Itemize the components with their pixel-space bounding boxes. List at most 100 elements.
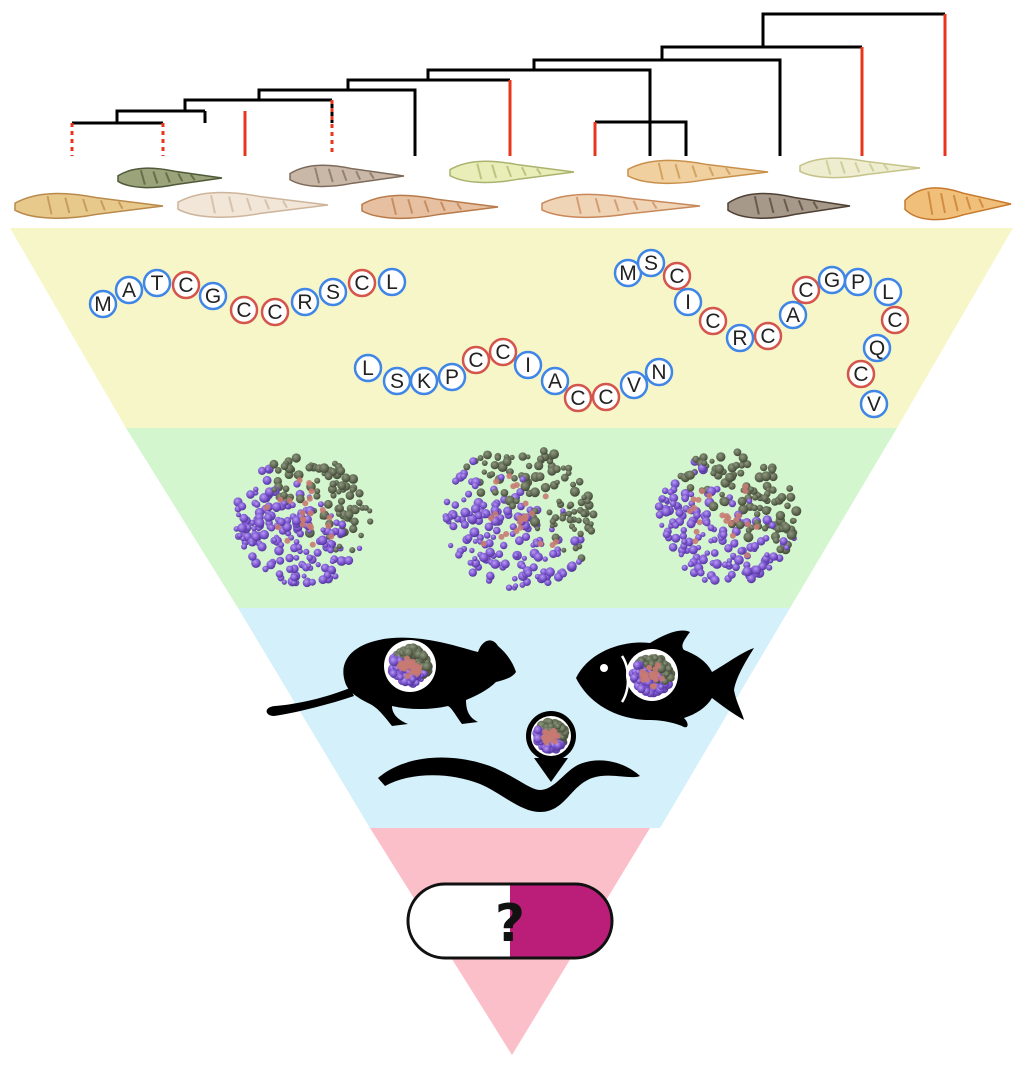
protein-structure-2	[442, 447, 598, 591]
amino-acid-residue: A	[114, 275, 144, 305]
residue-letter: L	[386, 271, 398, 294]
protein-structures	[233, 447, 802, 591]
amino-acid-residue: N	[644, 357, 674, 387]
residue-letter: P	[445, 366, 459, 389]
amino-acid-residue: L	[377, 267, 407, 297]
residue-letter: C	[468, 349, 483, 372]
residue-letter: C	[669, 265, 684, 288]
amino-acid-residue: K	[409, 366, 439, 396]
tree-highlighted-tips	[70, 14, 947, 156]
amino-acid-residue: M	[88, 289, 118, 319]
amino-acid-residue: P	[437, 362, 467, 392]
shell-10	[799, 157, 921, 179]
residue-letter: N	[651, 361, 666, 384]
amino-acid-residue: A	[778, 300, 808, 330]
residue-letter: I	[685, 291, 691, 314]
band-sequences	[10, 228, 1013, 428]
shell-11	[904, 187, 1012, 221]
drug-capsule-icon: ?	[406, 882, 614, 960]
cysteine-residue: C	[488, 337, 518, 367]
residue-letter: C	[798, 279, 813, 302]
cysteine-residue: C	[171, 270, 201, 300]
cysteine-residue: C	[880, 305, 910, 335]
residue-letter: R	[297, 291, 312, 314]
residue-letter: K	[417, 370, 431, 393]
cysteine-residue: C	[347, 268, 377, 298]
residue-letter: M	[619, 262, 637, 285]
capsule-left-half	[408, 884, 510, 958]
residue-letter: C	[267, 301, 282, 324]
cone-snail-shells	[14, 157, 1012, 221]
shell-6	[449, 160, 575, 184]
amino-acid-residue: V	[619, 370, 649, 400]
residue-letter: A	[122, 279, 136, 302]
residue-letter: V	[627, 374, 641, 397]
amino-acid-residue: I	[673, 287, 703, 317]
cysteine-residue: C	[260, 297, 290, 327]
residue-letter: C	[887, 309, 902, 332]
shell-7	[541, 193, 701, 219]
amino-acid-residue: L	[873, 277, 903, 307]
residue-letter: C	[705, 310, 720, 333]
residue-letter: C	[495, 341, 510, 364]
residue-letter: C	[236, 299, 251, 322]
amino-acid-residue: A	[540, 366, 570, 396]
cysteine-residue: C	[229, 295, 259, 325]
residue-letter: T	[151, 272, 164, 295]
residue-letter: G	[205, 285, 221, 308]
shell-4	[289, 164, 405, 188]
residue-letter: M	[94, 293, 112, 316]
amino-acid-residue: S	[318, 277, 348, 307]
residue-letter: V	[867, 393, 881, 416]
fish-protein-structure	[628, 654, 676, 698]
amino-acid-residue: S	[382, 366, 412, 396]
residue-letter: S	[390, 370, 404, 393]
shell-2	[14, 192, 164, 219]
residue-letter: S	[644, 252, 658, 275]
phylogenetic-tree	[70, 12, 947, 156]
cysteine-residue: C	[591, 382, 621, 412]
drug-question-mark: ?	[495, 894, 525, 954]
residue-letter: S	[326, 281, 340, 304]
fish-eye	[600, 664, 608, 672]
residue-letter: R	[732, 327, 747, 350]
residue-letter: P	[851, 271, 865, 294]
amino-acid-residue: S	[636, 248, 666, 278]
residue-letter: C	[598, 386, 613, 409]
worm-pin-marker	[534, 758, 568, 782]
mouse-protein-structure	[387, 643, 433, 688]
residue-letter: C	[760, 325, 775, 348]
protein-structure-3	[654, 448, 802, 585]
residue-letter: Q	[869, 337, 885, 360]
cysteine-residue: C	[753, 321, 783, 351]
cysteine-residue: C	[662, 261, 692, 291]
capsule-right-half	[510, 884, 612, 958]
amino-acid-residue: G	[817, 265, 847, 295]
shell-9	[727, 192, 851, 219]
amino-acid-residue: P	[843, 267, 873, 297]
cysteine-residue: C	[461, 345, 491, 375]
cysteine-residue: C	[698, 306, 728, 336]
residue-letter: A	[548, 370, 562, 393]
residue-letter: L	[362, 357, 374, 380]
cysteine-residue: C	[791, 275, 821, 305]
shell-5	[361, 194, 499, 220]
amino-acid-residue: I	[513, 350, 543, 380]
residue-letter: I	[525, 354, 531, 377]
cysteine-residue: C	[846, 359, 876, 389]
residue-letter: L	[882, 281, 894, 304]
amino-acid-residue: Q	[862, 333, 892, 363]
amino-acid-residue: L	[353, 353, 383, 383]
shell-3	[177, 191, 329, 218]
capsule-outline	[406, 882, 614, 960]
tree-branches	[72, 12, 945, 156]
protein-structure-1	[233, 453, 374, 588]
model-organisms	[266, 630, 754, 812]
residue-letter: A	[786, 304, 800, 327]
amino-acid-residue: G	[198, 281, 228, 311]
